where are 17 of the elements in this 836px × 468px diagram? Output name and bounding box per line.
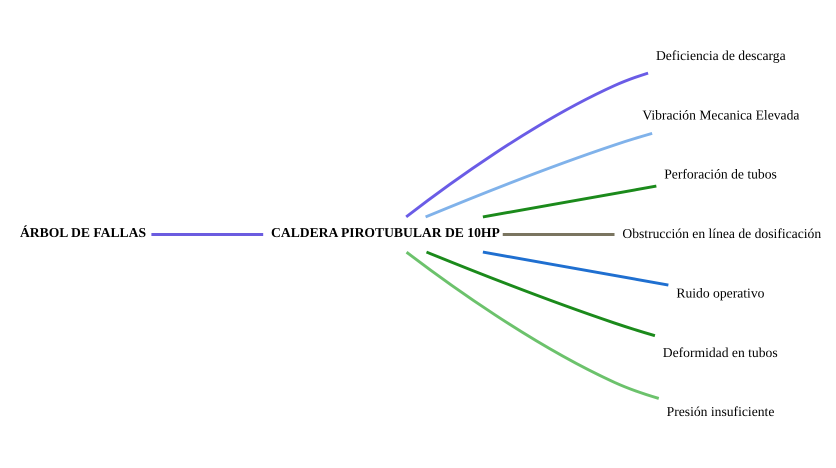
node-text: Presión insuficiente <box>666 404 774 419</box>
node-text: Perforación de tubos <box>664 166 777 182</box>
connector <box>482 184 657 218</box>
node-text: Obstrucción en línea de dosificación <box>622 226 822 241</box>
connector <box>405 71 649 218</box>
node-text: Deformidad en tubos <box>662 344 778 360</box>
node-text: ÁRBOL DE FALLAS <box>20 224 146 240</box>
node-text: CALDERA PIROTUBULAR DE 10HP <box>271 224 500 240</box>
node-text: Ruido operativo <box>676 284 764 300</box>
connector <box>151 232 264 236</box>
connector <box>425 131 653 218</box>
connector <box>426 250 656 337</box>
connector <box>482 250 669 286</box>
connector <box>502 232 614 236</box>
node-text: Deficiencia de descarga <box>656 48 786 63</box>
connector <box>406 250 660 400</box>
node-text: Vibración Mecanica Elevada <box>642 106 800 122</box>
